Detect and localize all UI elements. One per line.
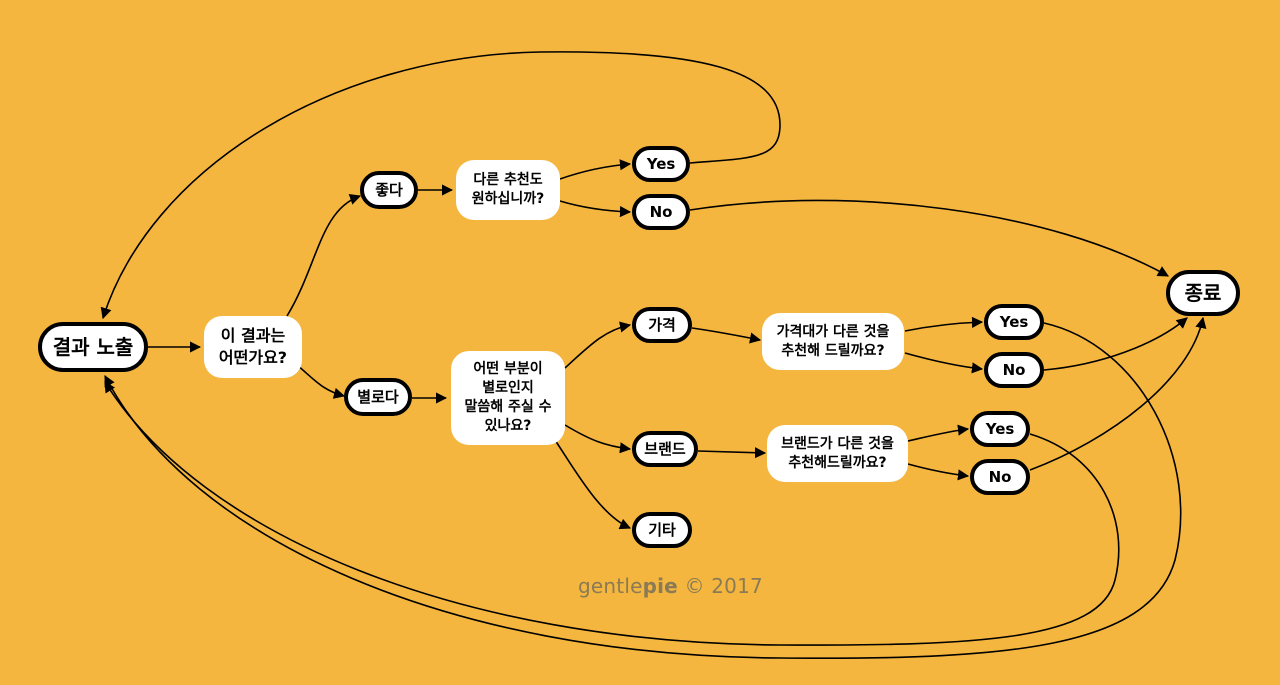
question-brand-node[interactable]: 브랜드가 다른 것을 추천해드릴까요? <box>767 425 908 482</box>
edge-other-to-yes <box>559 159 632 180</box>
edge-question-to-bad <box>296 364 346 399</box>
brand-yes-node[interactable]: Yes <box>970 411 1030 447</box>
edge-bq-to-no <box>907 463 970 481</box>
edge-pq-to-no <box>904 352 984 374</box>
result-node[interactable]: 결과 노출 <box>38 322 148 372</box>
edge-brand-to-question <box>697 447 767 459</box>
brand-node[interactable]: 브랜드 <box>632 431 698 467</box>
watermark-brand-bold: pie <box>642 574 678 598</box>
watermark-brand-light: gentle <box>578 574 643 598</box>
edge-price-to-question <box>691 327 762 344</box>
other-no-node[interactable]: No <box>632 194 690 230</box>
edge-other-to-no <box>559 200 632 218</box>
edge-which-to-price <box>564 321 632 369</box>
question-price-node[interactable]: 가격대가 다른 것을 추천해 드릴까요? <box>762 313 904 370</box>
etc-node[interactable]: 기타 <box>632 512 692 548</box>
question-which-part-node[interactable]: 어떤 부분이 별로인지 말씀해 주실 수 있나요? <box>451 351 565 445</box>
edge-which-to-brand <box>564 424 632 454</box>
other-yes-node[interactable]: Yes <box>632 146 690 182</box>
edge-other-no-to-end <box>689 199 1169 277</box>
end-node[interactable]: 종료 <box>1166 270 1240 316</box>
price-yes-node[interactable]: Yes <box>984 304 1044 340</box>
question-result-node[interactable]: 이 결과는 어떤가요? <box>204 316 302 378</box>
edge-brand-yes-loop <box>104 381 1120 646</box>
edge-brand-no-to-end <box>1029 316 1207 471</box>
edge-which-to-etc <box>554 439 632 530</box>
edge-other-yes-loop <box>100 51 781 320</box>
watermark-copyright: © 2017 <box>684 574 763 598</box>
edge-question-to-good <box>286 194 362 317</box>
price-no-node[interactable]: No <box>984 352 1044 388</box>
edge-price-yes-loop <box>104 322 1182 659</box>
edge-price-no-to-end <box>1043 317 1188 371</box>
good-node[interactable]: 좋다 <box>360 171 418 209</box>
brand-no-node[interactable]: No <box>970 459 1030 495</box>
bad-node[interactable]: 별로다 <box>344 378 412 416</box>
edge-pq-to-yes <box>904 316 984 332</box>
edge-bq-to-yes <box>907 424 970 442</box>
price-node[interactable]: 가격 <box>632 307 692 343</box>
question-other-rec-node[interactable]: 다른 추천도 원하십니까? <box>456 160 560 220</box>
watermark: gentlepie © 2017 <box>578 574 763 598</box>
